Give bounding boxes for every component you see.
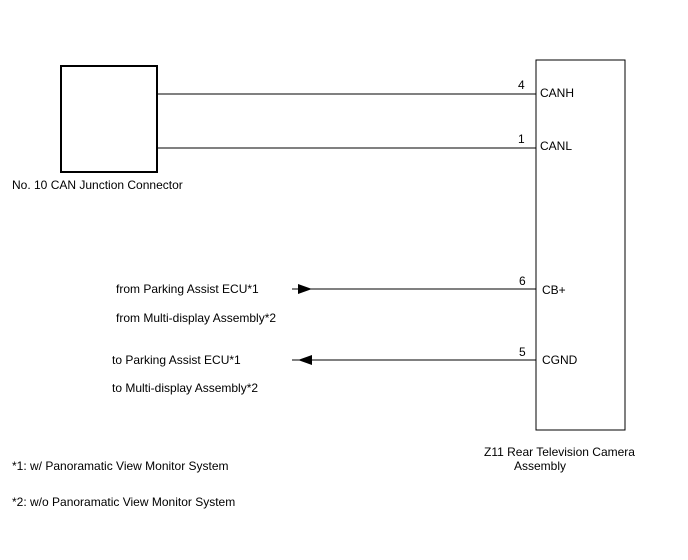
cgnd-destination-line1: to Parking Assist ECU*1 — [112, 353, 241, 367]
pin-name-canl: CANL — [540, 139, 572, 153]
cb-source-line2: from Multi-display Assembly*2 — [116, 311, 276, 325]
footnote-1: *1: w/ Panoramatic View Monitor System — [12, 459, 229, 473]
pin-number-cgnd: 5 — [519, 345, 526, 359]
camera-assembly-box — [535, 59, 626, 431]
pin-number-canh: 4 — [518, 78, 525, 92]
cb-source-line1: from Parking Assist ECU*1 — [116, 282, 259, 296]
cgnd-arrow-icon — [298, 355, 312, 365]
pin-name-cgnd: CGND — [542, 353, 578, 367]
junction-connector-label: No. 10 CAN Junction Connector — [12, 178, 183, 192]
pin-number-canl: 1 — [518, 132, 525, 146]
cb-arrow-icon — [298, 284, 312, 294]
camera-assembly-label-line1: Z11 Rear Television Camera — [484, 445, 635, 459]
pin-number-cb: 6 — [519, 274, 526, 288]
camera-assembly-label-line2: Assembly — [514, 459, 566, 473]
pin-name-canh: CANH — [540, 86, 574, 100]
cgnd-destination-line2: to Multi-display Assembly*2 — [112, 381, 258, 395]
pin-name-cb: CB+ — [542, 283, 566, 297]
junction-connector-box — [60, 65, 158, 173]
footnote-2: *2: w/o Panoramatic View Monitor System — [12, 495, 235, 509]
